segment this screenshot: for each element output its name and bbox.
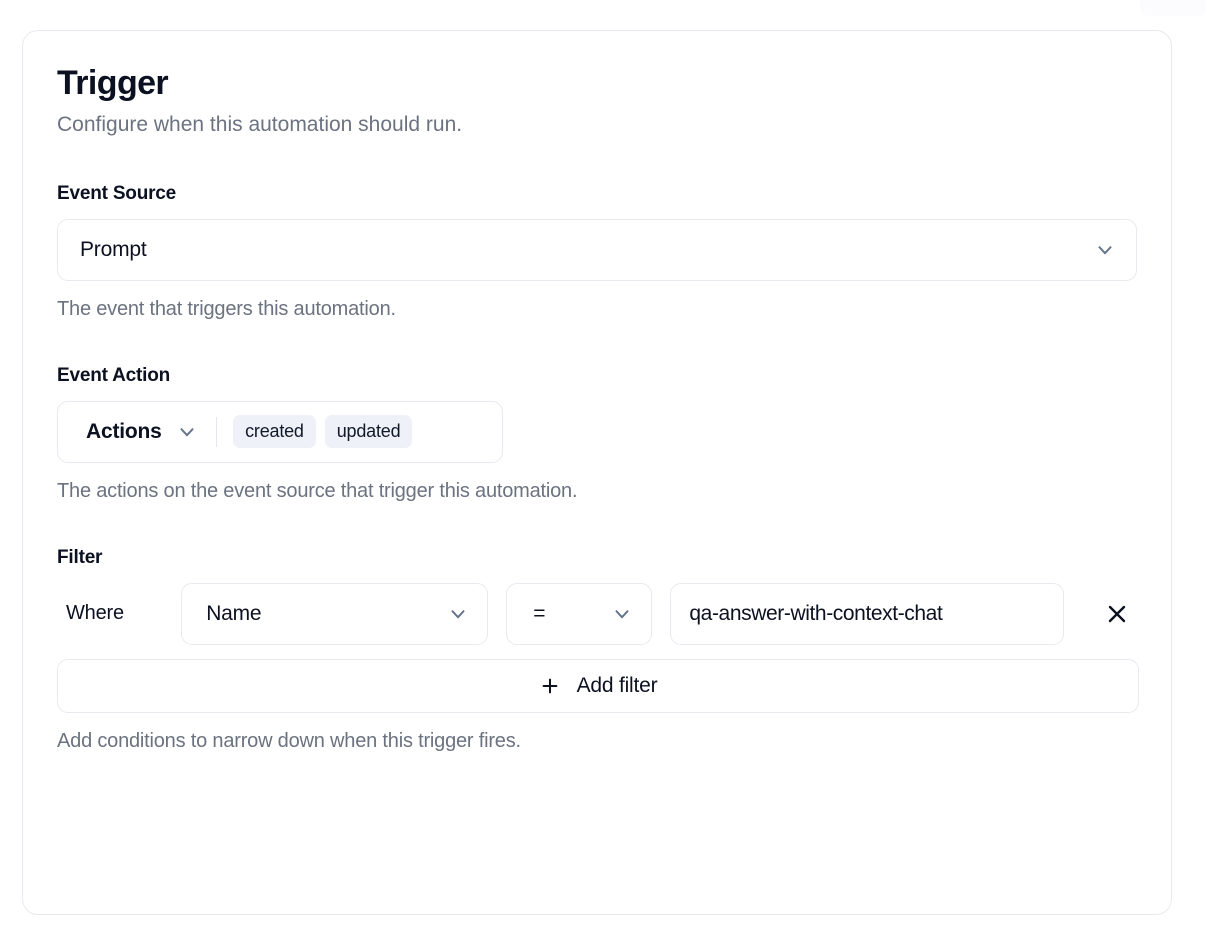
event-action-chip-created[interactable]: created <box>233 415 316 449</box>
filter-help: Add conditions to narrow down when this … <box>57 729 521 752</box>
event-action-field: Event Action Actions created updated The… <box>57 365 1137 503</box>
page-title: Trigger <box>57 64 169 102</box>
close-icon <box>1105 602 1129 626</box>
event-source-field: Event Source Prompt The event that trigg… <box>57 183 1137 321</box>
filter-field-value: Name <box>206 601 262 625</box>
event-action-dropdown-trigger[interactable]: Actions <box>58 402 216 462</box>
filter-value-input[interactable] <box>670 582 1064 645</box>
chevron-down-icon <box>611 603 633 625</box>
event-action-label: Event Action <box>57 364 171 386</box>
filter-label: Filter <box>57 546 103 568</box>
filter-operator-value: = <box>533 601 546 625</box>
page-subtitle: Configure when this automation should ru… <box>57 113 463 137</box>
event-action-chip-list: created updated <box>233 415 413 449</box>
event-action-help: The actions on the event source that tri… <box>57 479 578 502</box>
add-filter-label: Add filter <box>576 673 658 697</box>
where-label: Where <box>66 602 124 625</box>
chevron-down-icon <box>176 421 198 443</box>
filter-field: Filter Where Name = <box>57 546 1139 753</box>
add-filter-button[interactable]: Add filter <box>57 658 1139 713</box>
plus-icon <box>539 675 561 697</box>
trigger-card: Trigger Configure when this automation s… <box>22 30 1172 915</box>
event-action-chip-updated[interactable]: updated <box>324 415 413 449</box>
event-action-multiselect[interactable]: Actions created updated <box>57 400 503 463</box>
multiselect-divider <box>215 416 218 447</box>
event-source-label: Event Source <box>57 182 177 204</box>
event-source-select[interactable]: Prompt <box>57 218 1137 281</box>
chevron-down-icon <box>447 603 469 625</box>
filter-field-select[interactable]: Name <box>181 582 489 645</box>
event-source-value: Prompt <box>80 237 147 261</box>
event-source-help: The event that triggers this automation. <box>57 297 396 320</box>
filter-row: Where Name = <box>57 582 1137 645</box>
chevron-down-icon <box>1094 239 1116 261</box>
filter-operator-select[interactable]: = <box>506 582 653 645</box>
remove-filter-button[interactable] <box>1098 594 1137 634</box>
event-action-trigger-label: Actions <box>86 419 162 443</box>
offscreen-element-edge <box>1140 0 1206 16</box>
